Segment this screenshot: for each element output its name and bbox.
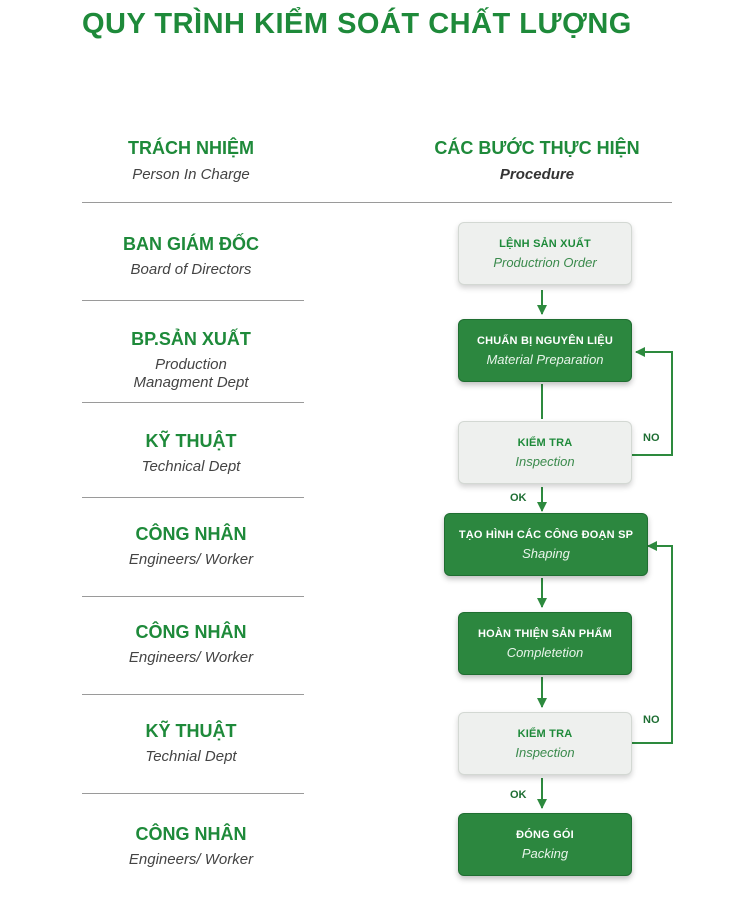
- row-divider: [82, 300, 304, 301]
- role-production-dept: BP.SẢN XUẤT Production Managment Dept: [86, 329, 296, 392]
- step-title: LỆNH SẢN XUẤT: [499, 237, 591, 250]
- label-ok: OK: [510, 492, 527, 504]
- role-worker: CÔNG NHÂN Engineers/ Worker: [86, 622, 296, 667]
- role-subtitle: Engineers/ Worker: [128, 851, 254, 868]
- row-divider: [82, 596, 304, 597]
- label-no: NO: [643, 432, 660, 444]
- role-subtitle: Technical Dept: [141, 458, 241, 475]
- step-subtitle: Shaping: [522, 545, 570, 561]
- step-title: TẠO HÌNH CÁC CÔNG ĐOẠN SP: [458, 528, 634, 541]
- role-subtitle: Board of Directors: [130, 261, 252, 278]
- step-inspection: KIỂM TRA Inspection: [458, 712, 632, 775]
- row-divider: [82, 402, 304, 403]
- step-title: CHUẨN BỊ NGUYÊN LIỆU: [476, 334, 613, 347]
- role-technical-dept: KỸ THUẬT Technial Dept: [86, 721, 296, 766]
- step-title: KIỂM TRA: [517, 727, 573, 740]
- step-title: KIỂM TRA: [517, 436, 573, 449]
- role-worker: CÔNG NHÂN Engineers/ Worker: [86, 824, 296, 869]
- row-divider: [82, 793, 304, 794]
- responsibility-header-title: TRÁCH NHIỆM: [128, 138, 254, 158]
- step-production-order: LỆNH SẢN XUẤT Productrion Order: [458, 222, 632, 285]
- step-subtitle: Packing: [521, 845, 569, 861]
- step-shaping: TẠO HÌNH CÁC CÔNG ĐOẠN SP Shaping: [444, 513, 648, 576]
- role-title: BP.SẢN XUẤT: [131, 329, 251, 349]
- responsibility-header-subtitle: Person In Charge: [132, 166, 250, 183]
- role-title: KỸ THUẬT: [145, 431, 237, 451]
- procedure-header-subtitle: Procedure: [499, 166, 575, 183]
- step-subtitle: Productrion Order: [493, 254, 597, 270]
- step-subtitle: Inspection: [515, 744, 575, 760]
- header-divider: [82, 202, 672, 203]
- procedure-header: CÁC BƯỚC THỰC HIỆN Procedure: [422, 138, 652, 183]
- row-divider: [82, 694, 304, 695]
- role-title: CÔNG NHÂN: [135, 824, 247, 844]
- step-inspection: KIỂM TRA Inspection: [458, 421, 632, 484]
- role-title: CÔNG NHÂN: [135, 524, 247, 544]
- step-completion: HOÀN THIỆN SẢN PHẨM Completetion: [458, 612, 632, 675]
- role-technical-dept: KỸ THUẬT Technical Dept: [86, 431, 296, 476]
- step-subtitle: Completetion: [506, 644, 584, 660]
- role-subtitle: Production Managment Dept: [133, 356, 249, 391]
- step-subtitle: Inspection: [515, 453, 575, 469]
- procedure-header-title: CÁC BƯỚC THỰC HIỆN: [434, 138, 640, 158]
- role-board-of-directors: BAN GIÁM ĐỐC Board of Directors: [86, 234, 296, 279]
- role-worker: CÔNG NHÂN Engineers/ Worker: [86, 524, 296, 569]
- role-title: CÔNG NHÂN: [135, 622, 247, 642]
- responsibility-header: TRÁCH NHIỆM Person In Charge: [86, 138, 296, 183]
- step-subtitle: Material Preparation: [486, 351, 604, 367]
- label-no: NO: [643, 714, 660, 726]
- page-title: QUY TRÌNH KIỂM SOÁT CHẤT LƯỢNG: [82, 8, 632, 40]
- role-subtitle: Technial Dept: [145, 748, 237, 765]
- role-subtitle: Engineers/ Worker: [128, 649, 254, 666]
- label-ok: OK: [510, 789, 527, 801]
- step-packing: ĐÓNG GÓI Packing: [458, 813, 632, 876]
- step-title: ĐÓNG GÓI: [516, 828, 574, 841]
- role-title: BAN GIÁM ĐỐC: [123, 234, 259, 254]
- step-material-preparation: CHUẨN BỊ NGUYÊN LIỆU Material Preparatio…: [458, 319, 632, 382]
- step-title: HOÀN THIỆN SẢN PHẨM: [478, 627, 612, 640]
- role-subtitle: Engineers/ Worker: [128, 551, 254, 568]
- role-title: KỸ THUẬT: [145, 721, 237, 741]
- row-divider: [82, 497, 304, 498]
